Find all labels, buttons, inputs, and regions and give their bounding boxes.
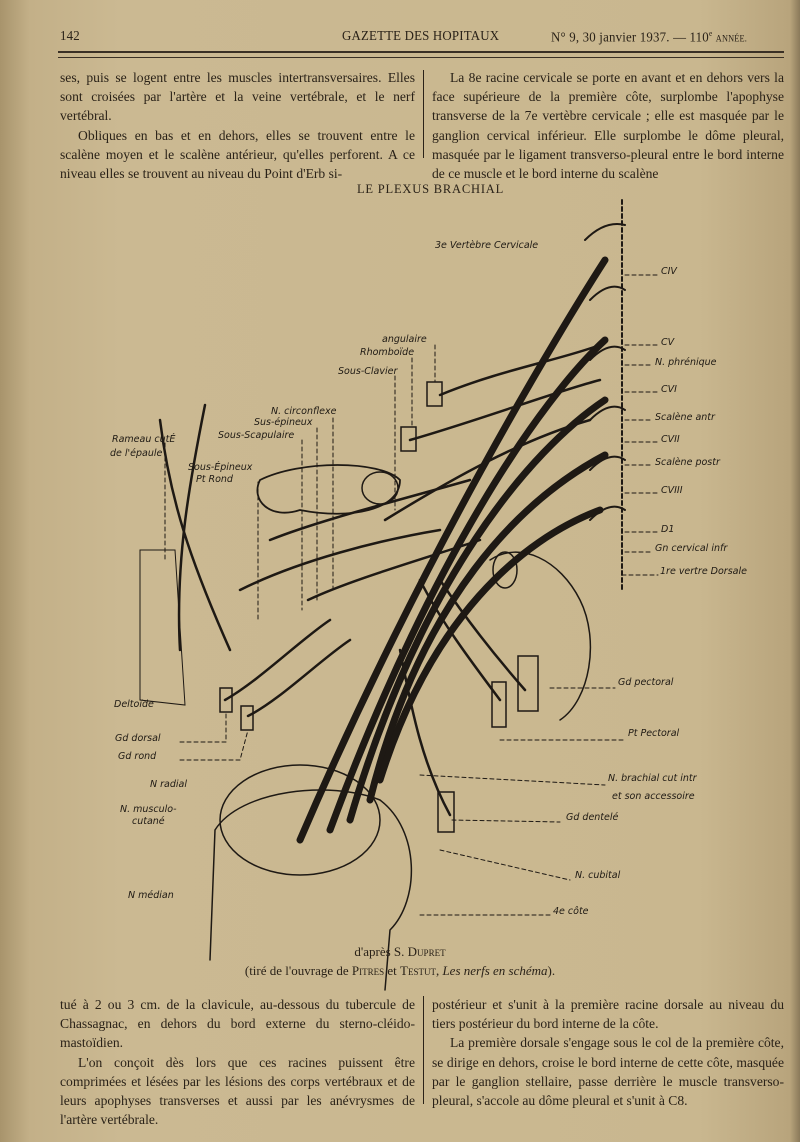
journal-title: GAZETTE DES HOPITAUX — [342, 29, 500, 44]
label-d1: D1 — [661, 524, 675, 535]
issue-number: N° 9, 30 janvier 1937. — 110 — [551, 30, 709, 46]
caption-text: ). — [547, 963, 556, 978]
caption-text: (tiré de l'ouvrage de — [244, 963, 352, 978]
label-accessoire: et son accessoire — [612, 791, 695, 802]
label-c6: CVI — [661, 384, 677, 395]
label-musculo: N. musculo- — [120, 804, 177, 815]
label-median: N médian — [128, 890, 174, 901]
label-cubital: N. cubital — [575, 870, 621, 881]
top-left-column: ses, puis se logent entre les muscles in… — [60, 68, 415, 183]
paragraph: tué à 2 ou 3 cm. de la clavicule, au-des… — [60, 997, 415, 1051]
label-pt-rond: Pt Rond — [196, 474, 233, 485]
caption-author: Testut — [400, 963, 436, 978]
label-3e-vertebre: 3e Vertèbre Cervicale — [435, 240, 539, 251]
label-c7: CVII — [661, 434, 680, 445]
label-sous-epineux: Sous-Épineux — [188, 462, 253, 473]
issue-sup: e — [708, 29, 713, 38]
label-circonflexe: N. circonflexe — [271, 406, 337, 417]
figure-caption-credit: d'après S. Dupret — [0, 944, 800, 960]
page-number: 142 — [60, 29, 80, 44]
label-c5: CV — [661, 337, 675, 348]
label-scalene-ant: Scalène antr — [655, 412, 715, 423]
caption-book-title: Les nerfs en schéma — [442, 963, 548, 978]
issue-annee: ANNÉE. — [715, 33, 748, 44]
paragraph: Obliques en bas et en dehors, elles se t… — [60, 127, 415, 182]
label-gd-dorsal: Gd dorsal — [115, 733, 161, 744]
label-phrenique: N. phrénique — [655, 357, 717, 368]
caption-author: Dupret — [407, 944, 446, 959]
caption-text: et — [384, 963, 400, 978]
label-brachial: N. brachial cut intr — [608, 773, 697, 784]
paragraph: L'on conçoit dès lors que ces racines pu… — [60, 1054, 415, 1128]
label-radial: N radial — [150, 779, 187, 790]
label-scalene-post: Scalène postr — [655, 457, 720, 468]
caption-text: , — [435, 963, 443, 978]
bottom-left-column: tué à 2 ou 3 cm. de la clavicule, au-des… — [60, 995, 415, 1129]
label-sous-scapulaire: Sous-Scapulaire — [218, 430, 295, 441]
figure-caption-source: (tiré de l'ouvrage de Pitres et Testut, … — [0, 963, 800, 979]
label-deltoide: Deltoïde — [114, 699, 154, 710]
column-divider — [423, 70, 424, 158]
caption-author: Pitres — [351, 963, 385, 978]
label-gd-pectoral: Gd pectoral — [618, 677, 674, 688]
top-right-column: La 8e racine cervicale se porte en avant… — [432, 68, 784, 183]
column-divider — [423, 996, 424, 1104]
header-rule — [58, 57, 784, 58]
paragraph: La 8e racine cervicale se porte en avant… — [432, 70, 784, 182]
paragraph: ses, puis se logent entre les muscles in… — [60, 70, 415, 124]
issue-info: N° 9, 30 janvier 1937. — 110e ANNÉE. — [551, 29, 747, 47]
bottom-right-column: postérieur et s'unit à la première racin… — [432, 995, 784, 1110]
label-cutane: cutané — [132, 816, 165, 827]
paragraph: La première dorsale s'engage sous le col… — [432, 1035, 784, 1109]
label-c4: CIV — [661, 266, 677, 277]
label-rameau: Rameau cutÉ — [112, 434, 176, 445]
label-4e-cote: 4e côte — [553, 906, 589, 917]
paragraph: postérieur et s'unit à la première racin… — [432, 997, 784, 1032]
label-sus-epineux: Sus-épineux — [254, 417, 313, 428]
label-angulaire: angulaire — [382, 334, 427, 345]
label-epaule: de l'épaule — [110, 448, 163, 459]
label-pt-pectoral: Pt Pectoral — [628, 728, 680, 739]
label-vert-dorsale: 1re vertre Dorsale — [660, 566, 747, 577]
label-ganglion: Gn cervical infr — [655, 543, 728, 554]
header-rule — [58, 51, 784, 53]
label-rhomboide: Rhomboïde — [360, 347, 415, 358]
label-gd-dentele: Gd dentelé — [566, 812, 619, 823]
label-c8: CVIII — [661, 485, 683, 496]
figure-title: LE PLEXUS BRACHIAL — [357, 182, 505, 196]
caption-prefix: d'après S. — [354, 944, 408, 959]
label-sous-clavier: Sous-Clavier — [338, 366, 398, 377]
label-gd-rond: Gd rond — [118, 751, 157, 762]
